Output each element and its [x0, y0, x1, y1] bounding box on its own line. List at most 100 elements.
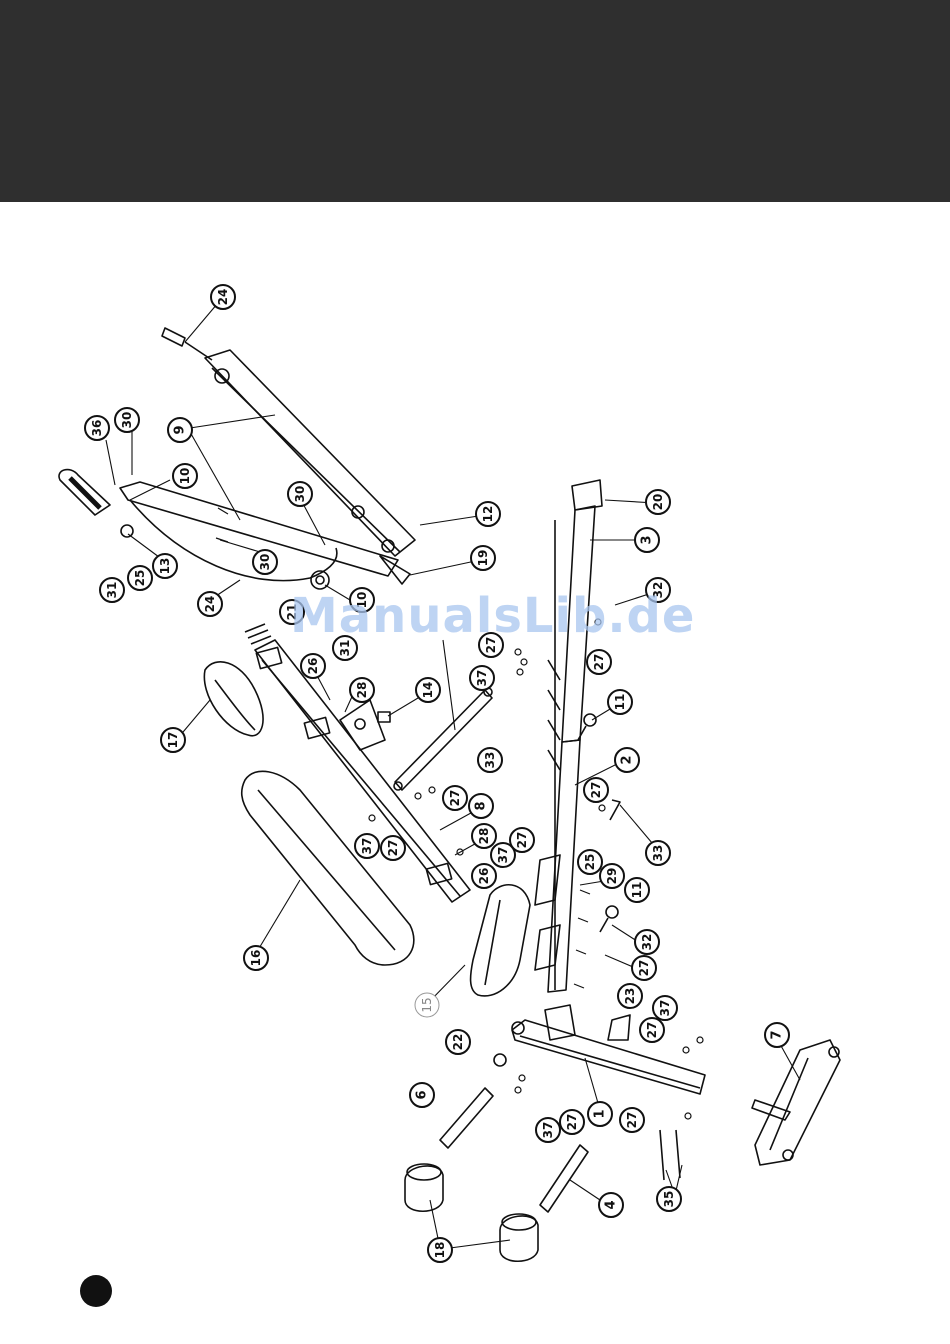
- callout-17: 17: [161, 728, 185, 752]
- main-frame: [535, 480, 602, 992]
- callout-number: 14: [421, 682, 435, 699]
- callout-number: 30: [120, 412, 134, 429]
- callout-27: 27: [632, 956, 656, 980]
- seat-cushion: [242, 771, 414, 965]
- callout-number: 15: [420, 997, 434, 1012]
- callout-number: 27: [637, 960, 651, 977]
- callout-number: 2: [620, 755, 635, 764]
- callout-number: 11: [613, 694, 627, 711]
- callout-26: 26: [472, 864, 496, 888]
- callout-27: 27: [443, 786, 467, 810]
- callout-number: 27: [592, 654, 606, 671]
- tubes-rollers: [405, 1054, 588, 1261]
- callout-number: 35: [662, 1191, 676, 1208]
- callout-number: 27: [386, 840, 400, 857]
- callout-number: 16: [249, 950, 263, 967]
- connecting-rod: [378, 688, 492, 790]
- callout-number: 30: [258, 554, 272, 571]
- callout-number: 20: [651, 494, 665, 511]
- callout-number: 27: [565, 1114, 579, 1131]
- callout-number: 18: [433, 1242, 447, 1259]
- callout-2: 2: [615, 748, 639, 772]
- callout-number: 32: [640, 934, 654, 951]
- callout-number: 33: [651, 845, 665, 862]
- callout-11: 11: [608, 690, 632, 714]
- callout-number: 37: [496, 847, 510, 864]
- callout-number: 27: [515, 832, 529, 849]
- callout-number: 9: [173, 425, 188, 434]
- callout-27: 27: [381, 836, 405, 860]
- callout-number: 28: [355, 682, 369, 699]
- callout-number: 23: [623, 988, 637, 1005]
- callout-28: 28: [472, 824, 496, 848]
- backrest-cushion: [204, 662, 263, 736]
- callout-19: 19: [471, 546, 495, 570]
- callout-number: 27: [589, 782, 603, 799]
- callout-37: 37: [491, 843, 515, 867]
- lower-handle-arm: [59, 470, 410, 589]
- callout-33: 33: [478, 748, 502, 772]
- callout-23: 23: [618, 984, 642, 1008]
- callout-number: 19: [476, 550, 490, 567]
- callout-31: 31: [100, 578, 124, 602]
- callout-20: 20: [646, 490, 670, 514]
- callout-30: 30: [253, 550, 277, 574]
- callout-9: 9: [168, 418, 192, 442]
- callout-37: 37: [355, 834, 379, 858]
- callout-number: 13: [158, 558, 172, 575]
- callout-number: 25: [133, 570, 147, 587]
- watermark-text: ManualsLib.de: [290, 588, 670, 644]
- callout-number: 27: [448, 790, 462, 807]
- callout-27: 27: [584, 778, 608, 802]
- callout-29: 29: [600, 864, 624, 888]
- callout-18: 18: [428, 1238, 452, 1262]
- callout-13: 13: [153, 554, 177, 578]
- callout-number: 26: [306, 658, 320, 675]
- callout-37: 37: [470, 666, 494, 690]
- callout-number: 8: [474, 801, 489, 810]
- exploded-parts-diagram: 2436309101325313030241012192131262814172…: [0, 202, 950, 1344]
- callout-number: 24: [203, 596, 217, 613]
- knee-pad: [471, 885, 530, 996]
- callout-14: 14: [416, 678, 440, 702]
- callout-3: 3: [635, 528, 659, 552]
- callout-10: 10: [173, 464, 197, 488]
- callout-27: 27: [587, 650, 611, 674]
- callout-24: 24: [211, 285, 235, 309]
- callout-number: 17: [166, 732, 180, 749]
- callout-25: 25: [578, 850, 602, 874]
- callout-number: 37: [658, 1000, 672, 1017]
- callout-number: 28: [477, 828, 491, 845]
- callout-number: 1: [593, 1109, 608, 1118]
- callout-number: 4: [604, 1200, 619, 1209]
- callout-16: 16: [244, 946, 268, 970]
- callout-number: 37: [475, 670, 489, 687]
- callout-25: 25: [128, 566, 152, 590]
- callout-number: 24: [216, 289, 230, 306]
- callout-36: 36: [85, 416, 109, 440]
- callout-number: 37: [541, 1122, 555, 1139]
- callout-12: 12: [476, 502, 500, 526]
- callout-number: 26: [477, 868, 491, 885]
- callout-32: 32: [635, 930, 659, 954]
- rear-stabilizer: [752, 1040, 840, 1165]
- callout-6: 6: [410, 1083, 434, 1107]
- callout-26: 26: [301, 654, 325, 678]
- callout-7: 7: [765, 1023, 789, 1047]
- header-band: [0, 0, 950, 202]
- callout-number: 25: [583, 854, 597, 871]
- callout-number: 11: [630, 882, 644, 899]
- callout-8: 8: [469, 794, 493, 818]
- callout-27: 27: [620, 1108, 644, 1132]
- callout-28: 28: [350, 678, 374, 702]
- callout-number: 27: [645, 1022, 659, 1039]
- callout-number: 3: [640, 535, 655, 544]
- callout-number: 36: [90, 420, 104, 437]
- leader-lines: [106, 297, 800, 1248]
- callout-4: 4: [599, 1193, 623, 1217]
- callout-11: 11: [625, 878, 649, 902]
- callout-30: 30: [115, 408, 139, 432]
- callout-number: 29: [605, 868, 619, 885]
- callout-number: 22: [451, 1034, 465, 1051]
- base-beam: [512, 1005, 705, 1094]
